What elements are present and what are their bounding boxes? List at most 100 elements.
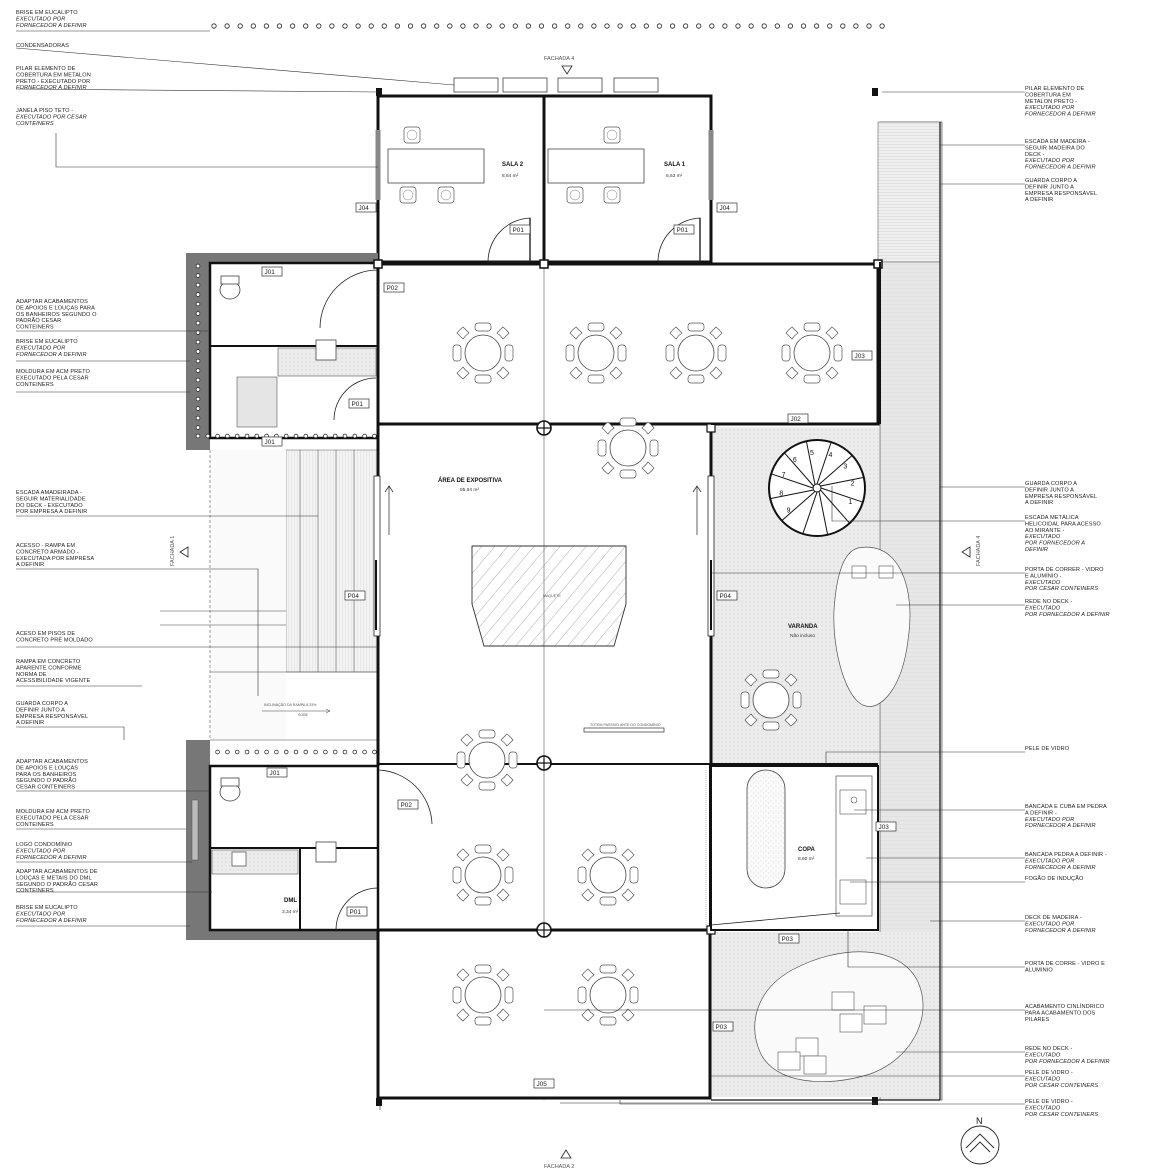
annotation-line-italic: EXECUTADO [1025,580,1061,586]
annotation-line: OS BANHEIROS SEGUNDO O [16,312,97,318]
tag-j05: J05 [537,1081,548,1088]
brise-dot [578,23,584,29]
tag-box [673,224,695,235]
bottom-deck-details [711,951,940,1101]
stair-step-number: 3 [843,463,847,470]
north-label: N [976,1116,983,1126]
brise-dot [195,292,201,297]
brise-dot [407,23,414,29]
leader-line [847,930,1025,968]
copa-label: COPA [798,847,816,853]
annotation-line: MOLDURA EM ACM PRETO [16,809,91,815]
brise-dot [329,23,335,29]
brise-dot [195,406,201,411]
bathroom-bottom [186,740,433,940]
annotation-line: LOGO CONDOMÍNIO [16,841,73,848]
brise-dot [342,23,348,29]
annotation-line-italic: DEFINIR [1025,547,1048,553]
brise-dot [303,23,309,29]
annotation-line-italic: POR CESAR CONTEINERS [1025,1112,1098,1118]
annotation-line: MOLDURA EM ACM PRETO [16,369,91,375]
annotation-line: ALUMÍNIO [1025,966,1053,973]
annotation-pele-vidro-1: PELE DE VIDRO [1025,746,1070,752]
tag-box [533,1078,555,1089]
brise-dot [276,23,283,29]
brise-dot [195,433,201,439]
brise-dot [195,330,201,335]
annotation-line: GUARDA CORPO A [1025,481,1077,487]
brise-dot [604,23,610,29]
brise-dot [332,749,338,755]
totem-label: TOTEM PASSIVO ANTE DO CONDOMÍNIO [590,723,661,727]
annotation-line: EXECUTADO PELA CESAR [16,375,89,381]
brise-dot [293,749,299,755]
annotation-line: EXECUTADO PELA CESAR [16,815,89,821]
brise-dot [195,377,201,383]
brise-dot [263,23,269,29]
brise-dot [225,433,230,439]
bathroom-top [186,253,380,450]
tag-box [509,224,531,235]
stair-tread [781,491,816,521]
brise-dot [195,425,201,430]
annotation-line: DEFINIR JUNTO A [1025,184,1074,190]
condensadoras [453,77,659,93]
brise-dot [195,282,201,288]
tag-j02: J02 [791,416,802,423]
annotation-line: GUARDA CORPO A [1025,178,1077,184]
annotation-line-italic: EXECUTADO [1025,534,1061,540]
stair-step-number: 9 [787,508,791,515]
annotation-line: AO MIRANTE - [1025,528,1064,534]
brise-dot [538,23,545,29]
brise-dot [293,433,299,439]
sala-block [375,94,714,264]
tag-j03a: J03 [855,353,866,360]
annotation-line: PELE DE VIDRO - [1025,1070,1073,1076]
stair-tread [784,452,814,487]
annotation-line: PELE DE VIDRO [1025,746,1070,752]
tag-j03b: J03 [879,824,890,831]
brise-dot [774,23,780,29]
brise-dot [215,433,220,439]
annotation-line: CONTEINERS [16,325,54,331]
annotation-line: A DEFINIR [16,562,44,568]
tag-p02a: P02 [387,285,399,292]
brise-dot [643,23,649,29]
brise-dot [434,23,440,29]
brise-dot [813,23,820,29]
stair-step-number: 8 [779,491,783,498]
brise-dot [225,749,230,755]
tag-box [344,590,366,601]
annotation-janela: JANELA PISO TETO -EXECUTADO POR CESARCON… [16,108,87,127]
brise-dot [195,349,201,354]
leader-line [16,726,125,740]
annotation-line-italic: EXECUTADO POR [1025,921,1074,927]
annotation-line-italic: EXECUTADO POR CESAR [16,114,87,120]
annotation-escada-madeira: ESCADA EM MADEIRA -SEGUIR MADEIRA DODECK… [1025,139,1095,171]
annotation-line: ACABAMENTO CINLÍNDRICO [1025,1003,1105,1010]
brise-dot [205,433,211,439]
annotation-line: EMPRESA RESPONSÁVEL [1025,493,1097,500]
annotation-line: EMPRESA RESPONSÁVEL [16,713,88,720]
annotation-line-italic: FORNECEDOR A DEFINIR [1025,865,1096,871]
annotation-line: PRETO - EXECUTADO POR [16,79,90,85]
brise-dot [499,23,505,29]
stair-tread [820,487,864,503]
brise-dot [244,433,250,439]
brise-dot [195,311,201,316]
expo-area: 95,64 m² [460,487,479,493]
brise-dot [656,23,663,29]
annotation-line: CONTEINERS [16,822,54,828]
tag-p04a: P04 [348,593,360,600]
stair-step-number: 5 [810,450,814,457]
